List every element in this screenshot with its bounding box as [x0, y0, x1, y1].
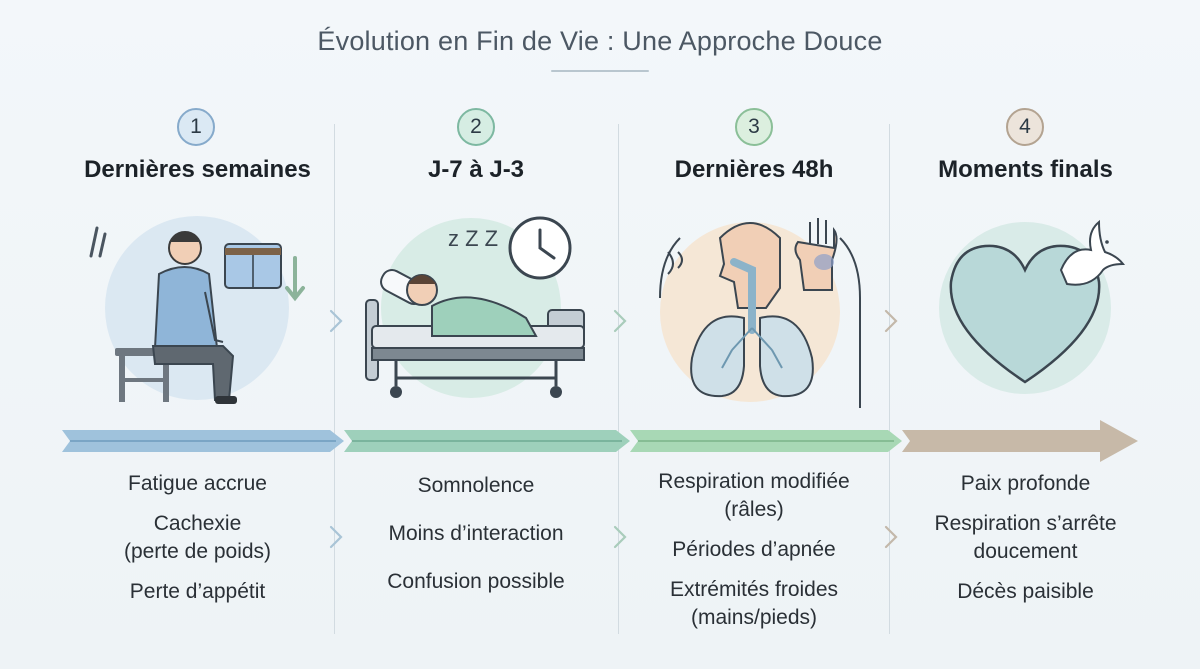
stage-1: 1 Dernières semaines Fatigue accrue Cach… [55, 108, 340, 638]
column-divider-3 [889, 124, 890, 634]
stage-2: 2 J-7 à J-3 z Z Z Somnolence Moins d’int… [336, 108, 616, 638]
stage-note: Cachexie (perte de poids) [123, 512, 272, 563]
stage-title: Dernières 48h [674, 156, 834, 183]
stage-note: Moins d’interaction [388, 522, 564, 545]
title-rule [551, 70, 649, 72]
stage-note: Respiration modifiée (râles) [658, 470, 850, 521]
column-divider-1 [334, 124, 335, 634]
stage-3: 3 Dernières 48h Respiration modifiée (râ… [620, 108, 888, 638]
stage-note: Somnolence [417, 474, 535, 497]
stage-note: Fatigue accrue [128, 472, 267, 495]
stage-notes: Respiration modifiée (râles) Périodes d’… [620, 468, 888, 644]
chevron-right-icon [884, 525, 898, 549]
stage-title: Dernières semaines [84, 156, 311, 183]
chevron-right-icon [613, 309, 627, 333]
stage-note: Paix profonde [960, 472, 1091, 495]
chevron-right-icon [329, 525, 343, 549]
stage-notes: Somnolence Moins d’interaction Confusion… [336, 472, 616, 608]
page-title: Évolution en Fin de Vie : Une Approche D… [317, 26, 883, 56]
stage-title: J-7 à J-3 [427, 156, 525, 183]
column-divider-2 [618, 124, 619, 634]
stage-4: 4 Moments finals Paix profonde Respirati… [893, 108, 1158, 638]
stage-title: Moments finals [938, 156, 1113, 183]
stage-note: Extrémités froides (mains/pieds) [669, 578, 839, 629]
stage-note: Confusion possible [387, 570, 565, 593]
sleep-z-text: z Z Z [448, 226, 498, 251]
stage-number-badge: 1 [177, 108, 215, 146]
breathing-lungs-illustration [659, 218, 861, 408]
stage-notes: Fatigue accrue Cachexie (perte de poids)… [55, 470, 340, 618]
timeline-arrow [62, 420, 1138, 462]
stage-number-badge: 3 [735, 108, 773, 146]
heart-dove-illustration [939, 219, 1126, 394]
stage-number-badge: 2 [457, 108, 495, 146]
stage-note: Perte d’appétit [129, 580, 266, 603]
tired-person-illustration [89, 216, 305, 404]
stage-notes: Paix profonde Respiration s’arrête douce… [893, 470, 1158, 618]
chevron-right-icon [613, 525, 627, 549]
stage-note: Décès paisible [957, 580, 1094, 603]
chevron-right-icon [884, 309, 898, 333]
stage-note: Périodes d’apnée [672, 538, 836, 561]
stage-note: Respiration s’arrête doucement [934, 512, 1117, 563]
sleeping-in-bed-illustration: z Z Z [365, 216, 585, 398]
chevron-right-icon [329, 309, 343, 333]
stage-number-badge: 4 [1006, 108, 1044, 146]
